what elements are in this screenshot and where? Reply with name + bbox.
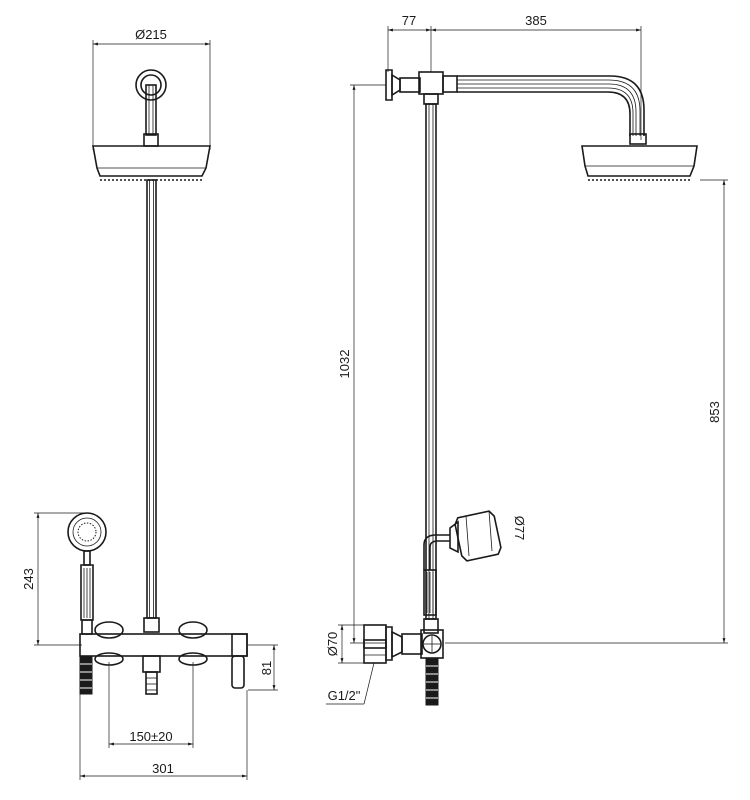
dim-head-diameter: Ø215	[92, 27, 211, 150]
label-mixer-width: 301	[152, 761, 174, 776]
dim-hand-shower-height: 243	[21, 512, 86, 646]
label-head-height: 853	[707, 401, 722, 423]
dim-arm-length: 385	[431, 13, 642, 140]
label-hand-shower-height: 243	[21, 568, 36, 590]
shower-arm-front	[143, 84, 159, 147]
label-inlet-diameter: Ø70	[325, 632, 340, 657]
thread-callout: G1/2"	[326, 662, 375, 705]
shower-head-front	[92, 145, 211, 181]
label-arm-offset: 77	[402, 13, 416, 28]
hand-holder-side: Ø77	[423, 510, 527, 570]
dim-head-height: 853	[445, 179, 728, 644]
label-thread: G1/2"	[328, 688, 361, 703]
hand-hose-side	[423, 569, 437, 616]
dim-inlet-centers: 150±20	[108, 662, 194, 748]
top-wall-bracket	[385, 69, 458, 105]
dim-mixer-width: 301	[79, 690, 248, 780]
label-head-diameter: Ø215	[135, 27, 167, 42]
label-arm-length: 385	[525, 13, 547, 28]
wall-flange-front	[135, 69, 167, 101]
dim-mixer-height: 81	[248, 644, 278, 691]
mixer-body-front	[79, 621, 248, 695]
label-inlet-centers: 150±20	[129, 729, 172, 744]
shower-arm-side	[457, 75, 647, 145]
front-view: Ø215	[21, 27, 278, 780]
side-view: 77 385	[325, 13, 728, 706]
label-total-height: 1032	[337, 350, 352, 379]
label-hand-holder-diameter: Ø77	[512, 516, 527, 541]
dim-total-height: 1032	[337, 84, 386, 644]
dim-inlet-diameter: Ø70	[325, 624, 364, 664]
inlet-connector	[363, 624, 387, 664]
hand-shower-front	[67, 512, 107, 635]
shower-head-side	[581, 145, 698, 181]
dim-arm-offset: 77	[387, 13, 432, 72]
riser-pipe-side	[423, 103, 439, 634]
riser-pipe-front	[143, 179, 160, 633]
mixer-side	[385, 626, 444, 706]
label-mixer-height: 81	[259, 661, 274, 675]
